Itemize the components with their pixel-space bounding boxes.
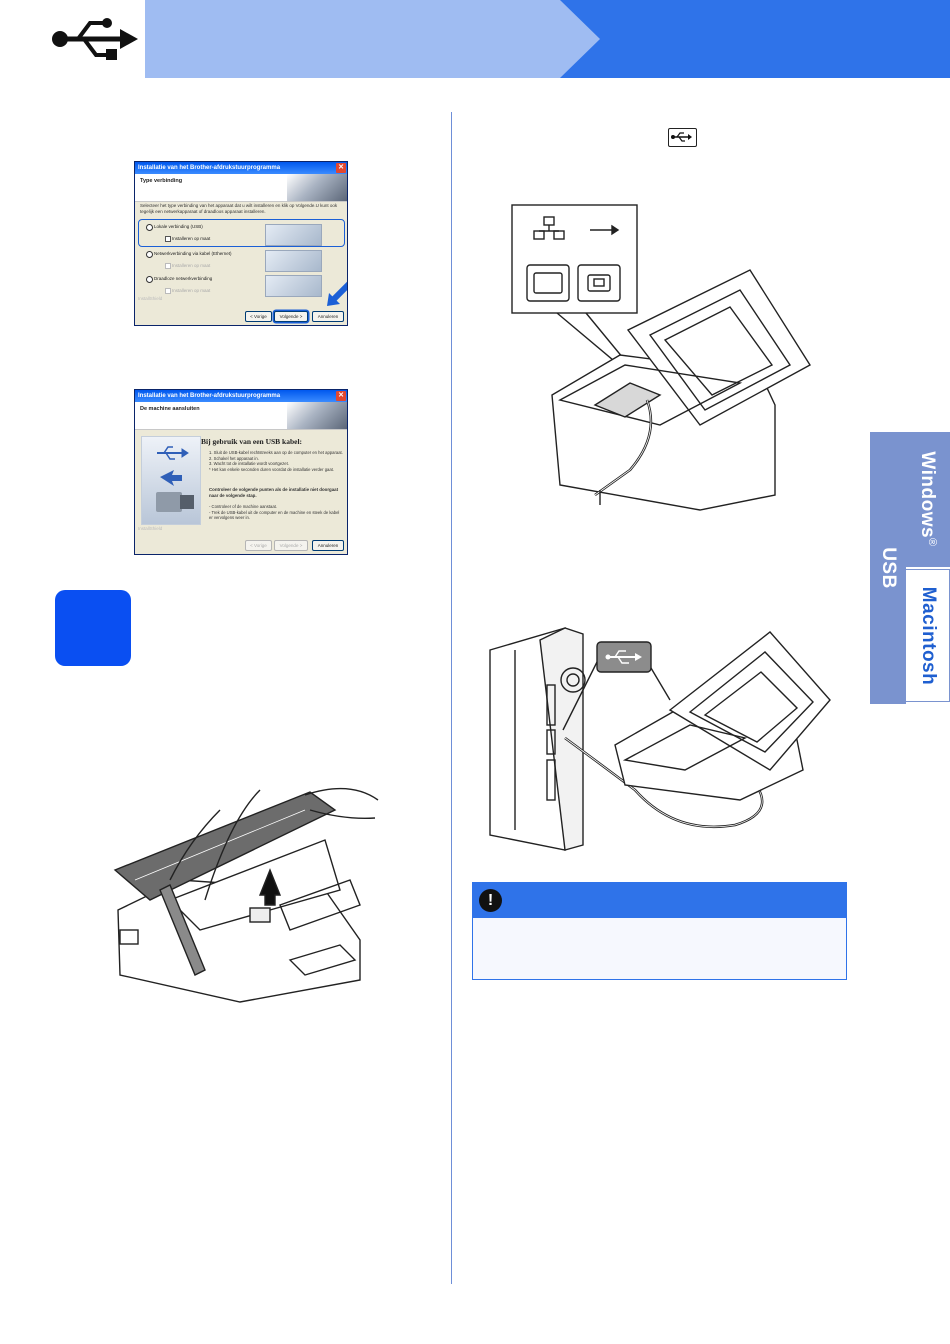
checkbox-wireless-custom[interactable] — [165, 288, 171, 294]
dialog-header-title: De machine aansluiten — [140, 406, 200, 412]
tab-usb-label: USB — [878, 547, 899, 589]
computer-printer-usb-illustration — [485, 620, 835, 860]
option-wired-custom-label: Installeren op maat — [172, 263, 211, 268]
option-wired-label: Netwerkverbinding via kabel (Ethernet) — [154, 251, 232, 256]
cancel-button[interactable]: Annuleren — [312, 540, 344, 551]
connection-type-dialog: Installatie van het Brother-afdrukstuurp… — [134, 161, 348, 326]
wireless-image — [265, 275, 322, 297]
open-scanner-cover-illustration — [110, 780, 380, 1010]
tab-macintosh-label: Macintosh — [918, 586, 939, 686]
registered-mark: ® — [926, 538, 939, 547]
exclamation-icon: ! — [479, 889, 502, 912]
dialog-title-bar: Installatie van het Brother-afdrukstuurp… — [135, 162, 347, 174]
check-items: - Controleer of de machine aanstaat. - T… — [209, 504, 340, 521]
tab-windows-text: Windows — [916, 451, 938, 539]
pointer-arrow-icon — [325, 280, 347, 313]
tab-windows-label: Windows® — [916, 451, 938, 546]
header-band-dark — [560, 0, 950, 78]
installshield-label: InstallShield — [138, 526, 163, 531]
option-usb-custom-label: Installeren op maat — [172, 236, 211, 241]
side-tabs: USB Windows® Macintosh — [870, 432, 950, 704]
dialog-header: Type verbinding — [135, 174, 347, 202]
radio-wireless[interactable] — [146, 276, 153, 283]
usb-instructions-heading: Bij gebruik van een USB kabel: — [201, 437, 303, 446]
usb-icon — [50, 14, 140, 69]
dialog-header: De machine aansluiten — [135, 402, 347, 430]
option-usb-label: Lokale verbinding (USB) — [154, 224, 203, 229]
usb-cable-image — [265, 224, 322, 246]
dialog-intro: Selecteer het type verbinding van het ap… — [140, 203, 338, 214]
tab-windows[interactable]: Windows® — [905, 432, 950, 567]
check-heading: Controleer de volgende punten als de ins… — [209, 487, 339, 498]
close-icon[interactable]: ✕ — [336, 391, 346, 401]
notice-header: ! — [473, 883, 846, 918]
next-button[interactable]: Volgende > — [274, 311, 308, 322]
installshield-label: InstallShield — [138, 296, 163, 301]
header-band-light — [145, 0, 605, 78]
header-arrow — [560, 0, 600, 78]
option-wireless-label: Draadloze netwerkverbinding — [154, 276, 213, 281]
usb-port-symbol-icon — [668, 128, 697, 147]
dialog-header-title: Type verbinding — [140, 178, 183, 184]
checkbox-wired-custom[interactable] — [165, 263, 171, 269]
connect-machine-dialog: Installatie van het Brother-afdrukstuurp… — [134, 389, 348, 555]
dialog-title-bar: Installatie van het Brother-afdrukstuurp… — [135, 390, 347, 402]
step-badge — [55, 590, 131, 666]
usb-option-highlight — [138, 219, 345, 247]
ethernet-cable-image — [265, 250, 322, 272]
close-icon[interactable]: ✕ — [336, 163, 346, 173]
next-button[interactable]: Volgende > — [274, 540, 308, 551]
tab-macintosh[interactable]: Macintosh — [905, 569, 950, 702]
column-divider — [451, 112, 452, 1284]
dialog-title: Installatie van het Brother-afdrukstuurp… — [138, 165, 281, 171]
usb-connection-graphic — [141, 436, 201, 525]
dialog-title: Installatie van het Brother-afdrukstuurp… — [138, 393, 281, 399]
tab-usb[interactable]: USB — [870, 432, 906, 704]
cancel-button[interactable]: Annuleren — [312, 311, 344, 322]
radio-usb[interactable] — [146, 224, 153, 231]
checkbox-usb-custom[interactable] — [165, 236, 171, 242]
back-button[interactable]: < Vorige — [245, 540, 272, 551]
important-notice-box: ! — [472, 882, 847, 980]
printer-usb-port-illustration — [500, 195, 820, 520]
radio-wired[interactable] — [146, 251, 153, 258]
back-button[interactable]: < Vorige — [245, 311, 272, 322]
header-graphic — [287, 402, 347, 429]
option-wireless-custom-label: Installeren op maat — [172, 288, 211, 293]
header-graphic — [287, 174, 347, 201]
usb-instructions-steps: 1. Sluit de USB-kabel rechtstreeks aan o… — [209, 450, 343, 472]
